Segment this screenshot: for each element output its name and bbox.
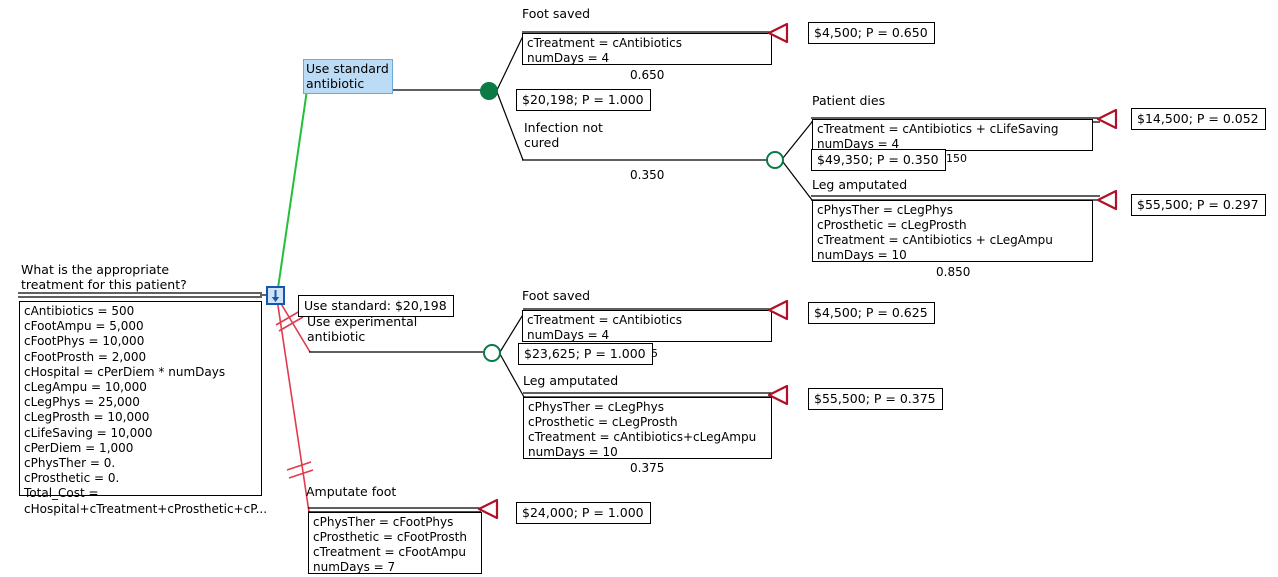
arrow-down-icon (271, 290, 280, 302)
payoff-patient-dies: $14,500; P = 0.052 (1131, 108, 1266, 130)
terminal-node-patient-dies[interactable] (1096, 108, 1118, 130)
payoff-experimental: $23,625; P = 1.000 (518, 343, 653, 365)
payoff-standard: $20,198; P = 1.000 (516, 89, 651, 111)
assignments-leg-amputated-experimental: cPhysTher = cLegPhys cProsthetic = cLegP… (523, 397, 772, 459)
prob-foot-saved-standard: 0.650 (630, 68, 665, 82)
chance-node-experimental[interactable] (483, 344, 501, 362)
branch-label-amputate-foot[interactable]: Amputate foot (306, 484, 397, 499)
terminal-node-leg-amputated-experimental[interactable] (767, 384, 789, 406)
outcome-label-infection-not-cured: Infection not cured (524, 120, 603, 150)
assignments-foot-saved-experimental: cTreatment = cAntibiotics numDays = 4 (522, 310, 772, 342)
assignments-foot-saved-standard: cTreatment = cAntibiotics numDays = 4 (522, 33, 772, 65)
prob-leg-amputated-standard: 0.850 (936, 265, 971, 279)
terminal-triangle-icon (767, 384, 789, 406)
variables-box: cAntibiotics = 500 cFootAmpu = 5,000 cFo… (19, 301, 267, 516)
terminal-node-foot-saved-experimental[interactable] (767, 299, 789, 321)
terminal-triangle-icon (1096, 189, 1118, 211)
terminal-triangle-icon (767, 22, 789, 44)
terminal-node-leg-amputated-standard[interactable] (1096, 189, 1118, 211)
root-recommendation-badge: Use standard: $20,198 (298, 295, 454, 317)
prob-infection-not-cured: 0.350 (630, 168, 665, 182)
outcome-label-foot-saved-standard: Foot saved (522, 6, 591, 21)
payoff-infection-not-cured: $49,350; P = 0.350 (811, 149, 946, 171)
payoff-foot-saved-standard: $4,500; P = 0.650 (808, 22, 935, 44)
payoff-foot-saved-experimental: $4,500; P = 0.625 (808, 302, 935, 324)
payoff-leg-amputated-experimental: $55,500; P = 0.375 (808, 388, 943, 410)
terminal-node-amputate-foot[interactable] (477, 498, 499, 520)
outcome-label-leg-amputated-experimental: Leg amputated (523, 373, 619, 388)
occluded-prob-fragment-infection: 150 (946, 152, 967, 165)
outcome-label-leg-amputated-standard: Leg amputated (812, 177, 908, 192)
terminal-triangle-icon (767, 299, 789, 321)
terminal-triangle-icon (477, 498, 499, 520)
page-title: What is the appropriate treatment for th… (21, 262, 187, 292)
outcome-label-foot-saved-experimental: Foot saved (522, 288, 591, 303)
assignments-leg-amputated-standard: cPhysTher = cLegPhys cProsthetic = cLegP… (812, 200, 1093, 262)
branch-label-experimental-antibiotic[interactable]: Use experimental antibiotic (307, 314, 418, 344)
chance-node-standard[interactable] (480, 82, 498, 100)
occluded-prob-fragment-experimental: 5 (651, 347, 658, 360)
assignments-patient-dies: cTreatment = cAntibiotics + cLifeSaving … (812, 119, 1093, 151)
decision-node-root[interactable] (266, 286, 285, 305)
chance-node-infection-not-cured[interactable] (766, 151, 784, 169)
payoff-amputate-foot: $24,000; P = 1.000 (516, 502, 651, 524)
terminal-triangle-icon (1096, 108, 1118, 130)
outcome-label-patient-dies: Patient dies (812, 93, 886, 108)
payoff-leg-amputated-standard: $55,500; P = 0.297 (1131, 194, 1266, 216)
branch-label-standard-antibiotic[interactable]: Use standard antibiotic (303, 59, 393, 94)
assignments-amputate-foot: cPhysTher = cFootPhys cProsthetic = cFoo… (308, 512, 482, 574)
terminal-node-foot-saved-standard[interactable] (767, 22, 789, 44)
prob-leg-amputated-experimental: 0.375 (630, 461, 665, 475)
